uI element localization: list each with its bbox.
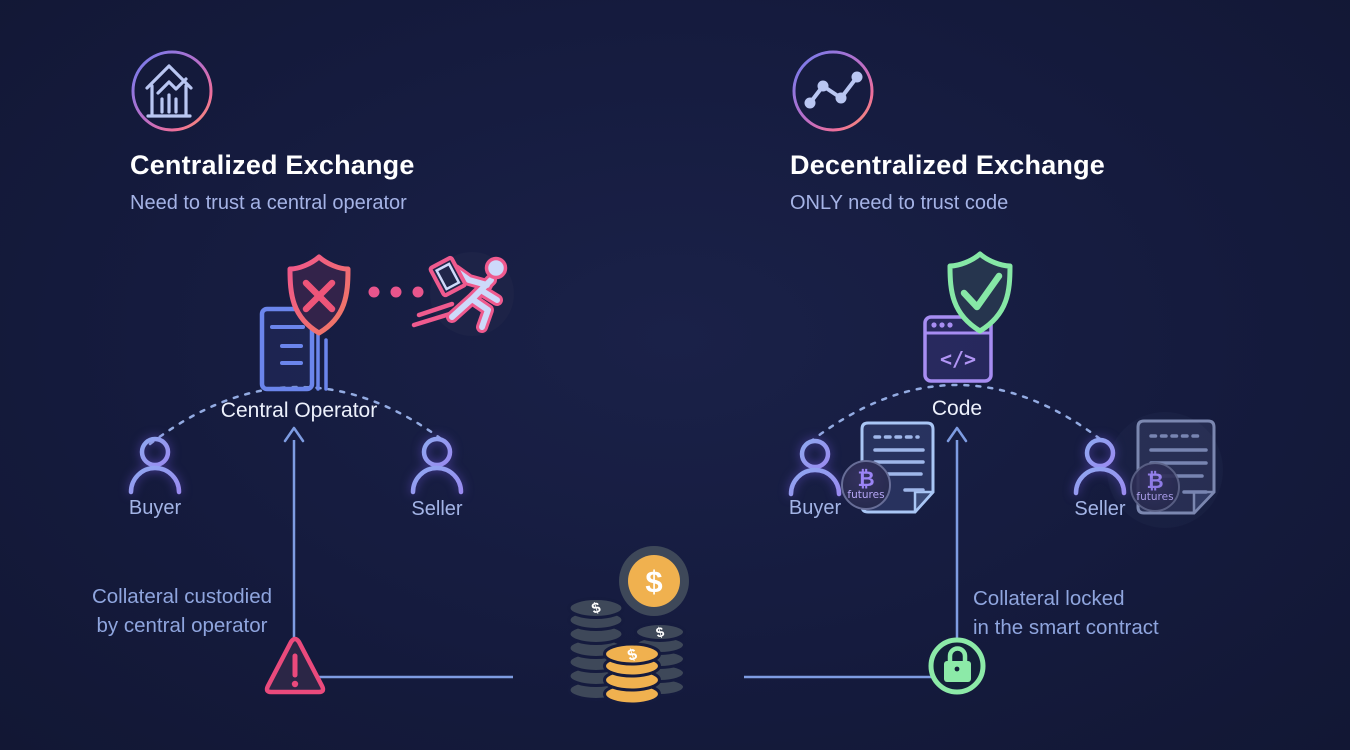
seller-icon-left xyxy=(410,436,464,495)
exchange-building-icon xyxy=(131,50,213,132)
seller-label-right: Seller xyxy=(1074,498,1126,520)
central-server-icon xyxy=(259,306,328,392)
central-operator-label: Central Operator xyxy=(220,399,378,422)
right-title: Decentralized Exchange xyxy=(790,150,1106,180)
collateral-note-right: Collateral locked in the smart contract xyxy=(973,584,1159,642)
buyer-label-right: Buyer xyxy=(788,497,842,519)
absconding-operator-icon xyxy=(411,252,514,336)
bitcoin-icon: ₿ xyxy=(1146,469,1164,493)
ellipsis-dots-icon xyxy=(368,286,424,298)
verified-shield-icon xyxy=(947,251,1013,334)
dollar-glyph-stack-right: $ xyxy=(654,623,666,641)
buyer-seller-arc xyxy=(148,385,450,446)
btc-futures-badge-seller: ₿ futures xyxy=(1130,462,1180,512)
code-tag-glyph: </> xyxy=(940,347,976,371)
futures-badge-label: futures xyxy=(847,489,885,501)
right-connector-lines xyxy=(744,383,1106,679)
dollar-glyph-large: $ xyxy=(645,564,662,599)
bitcoin-icon: ₿ xyxy=(857,467,875,491)
trend-chart-icon xyxy=(792,50,874,132)
collateral-coins-icon: $ $ $ xyxy=(567,546,689,706)
left-subtitle: Need to trust a central operator xyxy=(130,192,407,214)
left-title: Centralized Exchange xyxy=(130,150,415,180)
collateral-note-left: Collateral custodied by central operator xyxy=(62,582,302,640)
buyer-icon-right xyxy=(788,438,842,497)
warning-triangle-icon xyxy=(264,636,326,695)
stolen-funds-icon xyxy=(428,255,467,298)
collateral-note-left-line2: by central operator xyxy=(96,614,268,637)
buyer-seller-arc-right xyxy=(808,383,1106,444)
coin-stack-gold xyxy=(603,642,661,706)
collateral-note-right-line2: in the smart contract xyxy=(973,616,1159,639)
buyer-label-left: Buyer xyxy=(128,497,182,519)
futures-badge-label: futures xyxy=(1136,491,1174,503)
btc-futures-badge-buyer: ₿ futures xyxy=(841,460,891,510)
collateral-note-left-line1: Collateral custodied xyxy=(91,585,273,608)
code-window-icon: </> xyxy=(923,315,993,383)
code-label: Code xyxy=(931,397,983,420)
lock-icon xyxy=(928,637,986,695)
left-connector-lines xyxy=(148,385,513,679)
seller-label-left: Seller xyxy=(411,498,463,520)
collateral-note-right-line1: Collateral locked xyxy=(973,587,1125,610)
right-subtitle: ONLY need to trust code xyxy=(790,192,1009,214)
up-arrowhead xyxy=(283,426,305,443)
seller-icon-right xyxy=(1073,437,1127,496)
coin-stack-gray-left xyxy=(567,597,625,701)
buyer-icon-left xyxy=(128,436,182,495)
up-arrowhead-right xyxy=(946,426,968,443)
hacked-shield-icon xyxy=(287,254,351,336)
